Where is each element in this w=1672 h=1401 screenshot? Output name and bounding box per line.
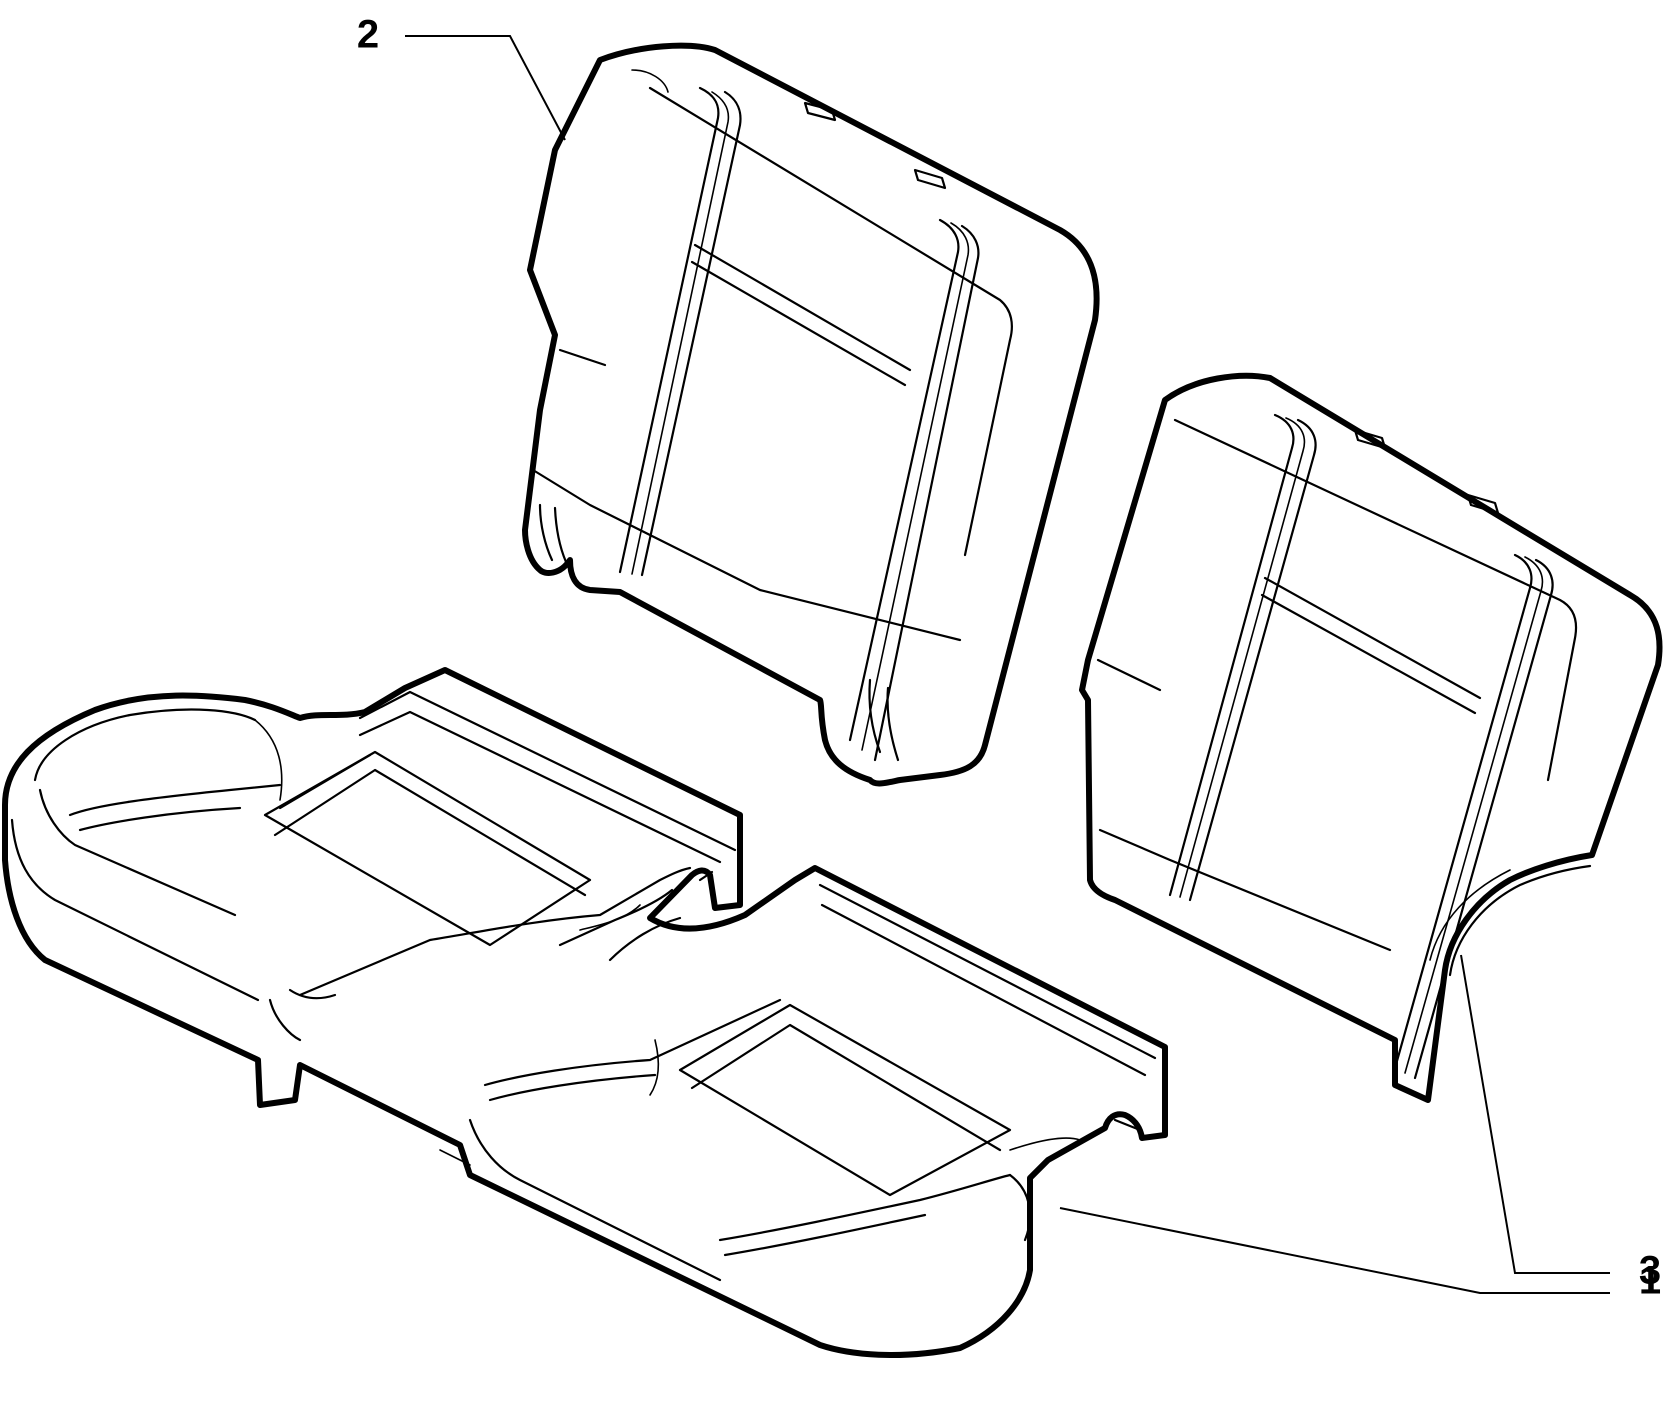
leader-line-3 — [1460, 954, 1610, 1274]
left-seatback[interactable] — [522, 42, 1100, 787]
callout-label-2: 2 — [357, 13, 379, 57]
callout-2: 2 — [357, 13, 566, 141]
seat-cushion-outline — [2, 667, 1168, 1359]
right-seatback-outline — [1079, 372, 1663, 1103]
callout-3: 3 — [1460, 954, 1661, 1293]
callout-label-1: 1 — [1639, 1259, 1661, 1303]
leader-line-1 — [1059, 1207, 1610, 1294]
leader-line-2 — [405, 35, 566, 141]
seat-cushion[interactable] — [2, 667, 1168, 1359]
right-seatback[interactable] — [1079, 372, 1663, 1103]
left-seatback-outline — [522, 42, 1100, 787]
callout-1: 1 — [1059, 1207, 1661, 1303]
callout-label-3: 3 — [1639, 1249, 1661, 1293]
